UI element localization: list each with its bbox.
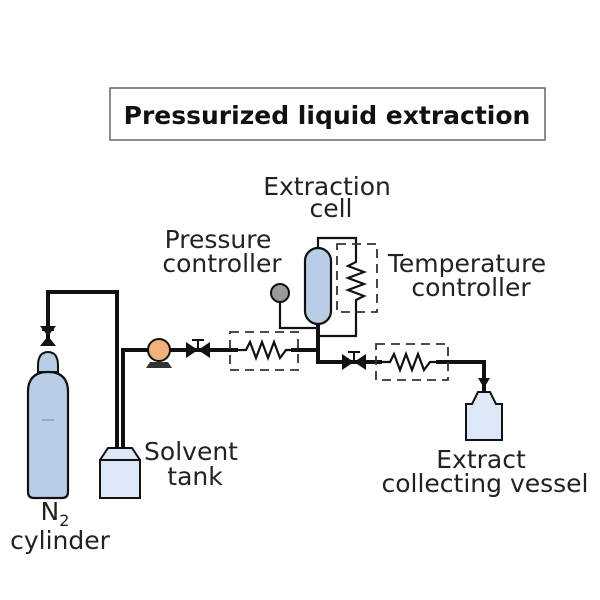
n2-cylinder — [26, 350, 70, 500]
temperature-controller — [336, 243, 378, 318]
extract-collecting-vessel-label: Extract collecting vessel — [381, 445, 588, 498]
preheater — [229, 331, 299, 371]
temperature-controller-label: Temperature controller — [387, 249, 554, 302]
extract-collecting-vessel — [465, 391, 503, 441]
extraction-cell-label: Extraction cell — [263, 172, 399, 223]
cooling-coil — [375, 343, 449, 381]
cylinder-valve-icon[interactable] — [40, 326, 56, 346]
extraction-cell — [303, 246, 333, 326]
vessel-valve-icon[interactable] — [478, 378, 490, 388]
solvent-tank — [99, 447, 141, 499]
nitrogen-line — [46, 290, 119, 462]
pressure-controller-line — [278, 302, 318, 330]
n2-cylinder-label: N2 — [41, 497, 70, 530]
solvent-tank-label: Solvent tank — [144, 437, 246, 491]
n2-cylinder-label-line2: cylinder — [10, 526, 111, 555]
title-box: Pressurized liquid extraction — [109, 87, 546, 141]
pressure-gauge-icon — [270, 283, 290, 303]
outlet-valve-icon[interactable] — [342, 351, 366, 370]
cell-bottom-line — [318, 318, 358, 338]
pump-icon[interactable] — [146, 338, 172, 368]
pressure-controller-label: Pressure controller — [162, 225, 282, 278]
inlet-valve-icon[interactable] — [186, 339, 210, 358]
solvent-line — [121, 348, 152, 462]
diagram-title: Pressurized liquid extraction — [124, 101, 531, 130]
